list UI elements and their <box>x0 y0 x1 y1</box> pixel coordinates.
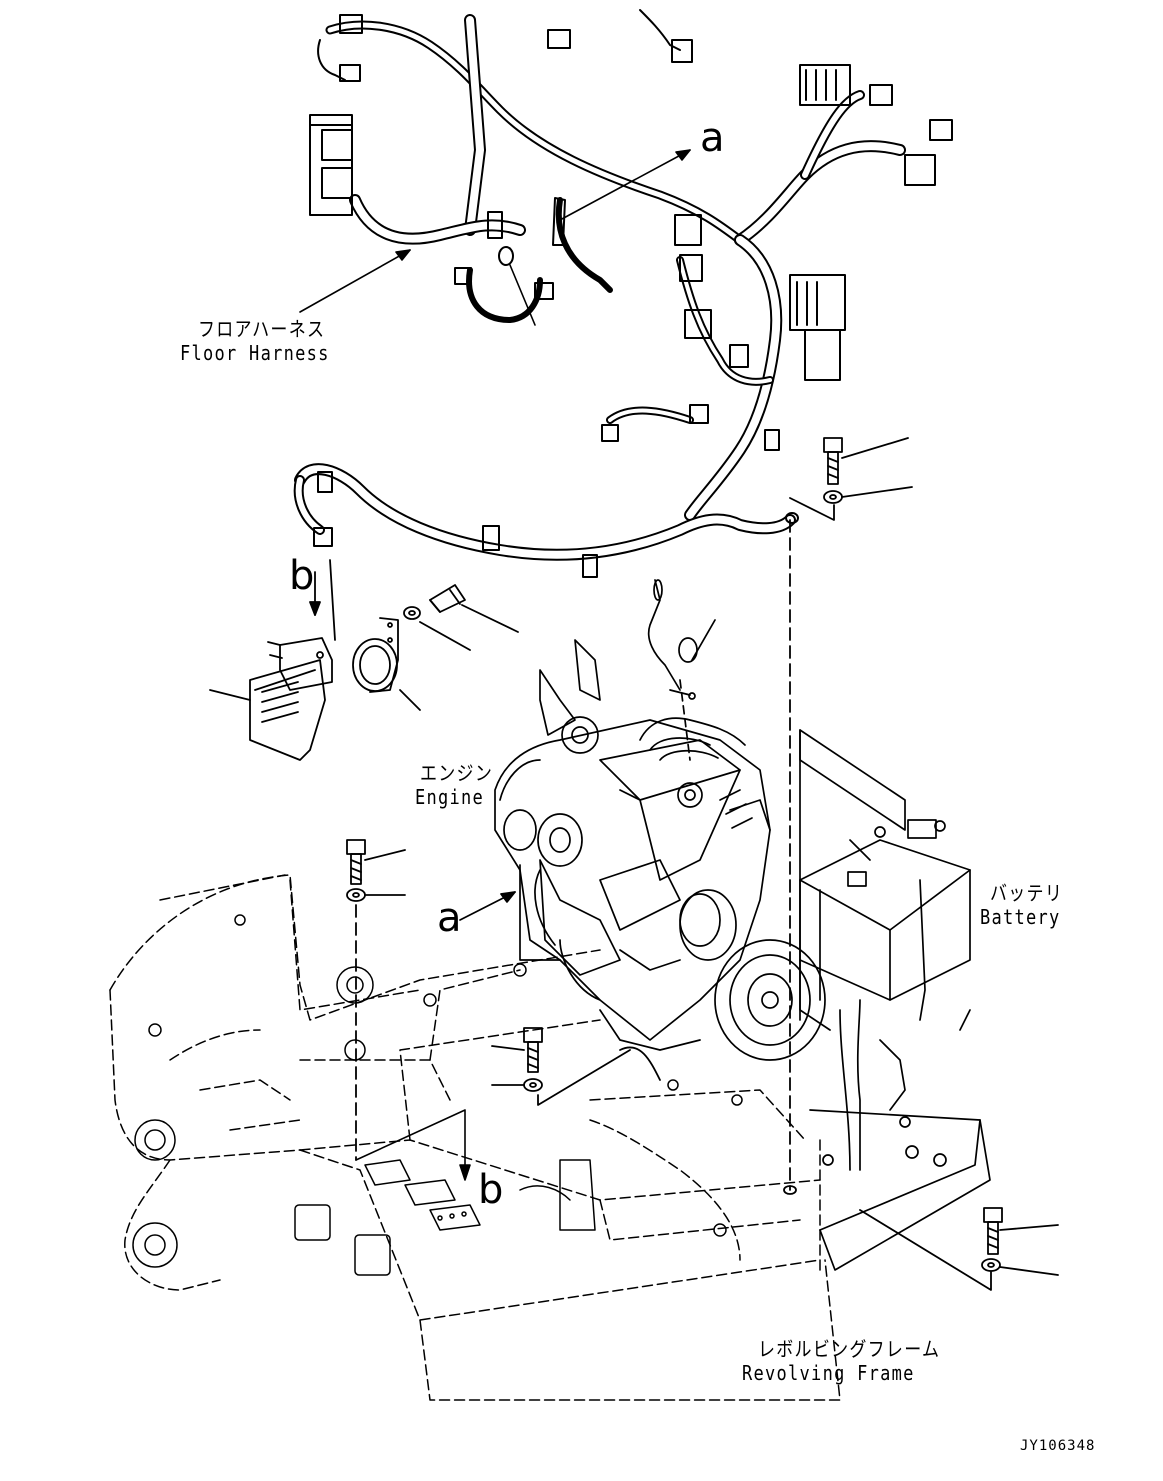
floor-harness-label-en: Floor Harness <box>180 341 330 365</box>
floor-harness-label-jp: フロアハーネス <box>198 317 326 341</box>
horn-cover-assembly <box>209 559 519 761</box>
battery-label-en: Battery <box>980 905 1061 929</box>
engine-label-jp: エンジン <box>420 761 494 785</box>
bolt-washer-center <box>491 1027 661 1106</box>
reference-letter-b-cover: b <box>289 553 315 599</box>
frame-callout-b <box>355 1109 471 1181</box>
bolt-washer-left <box>346 839 406 1161</box>
reference-letter-a-top: a <box>700 115 725 161</box>
engine-label-en: Engine <box>415 785 485 809</box>
floor-harness-leaders <box>299 149 691 326</box>
engine <box>459 579 826 1061</box>
battery <box>799 729 991 1271</box>
revolving-frame <box>109 874 841 1401</box>
drawing-code: JY106348 <box>1020 1438 1096 1454</box>
revolving-frame-label-jp: レボルビングフレーム <box>758 1337 941 1361</box>
revolving-frame-label-en: Revolving Frame <box>742 1361 915 1385</box>
reference-letter-b-frame: b <box>478 1167 504 1213</box>
bolt-washer-lower-right <box>859 1207 1059 1291</box>
floor-harness <box>293 9 953 578</box>
bolt-washer-upper-right <box>783 437 913 1195</box>
reference-letter-a-engine: a <box>437 895 462 941</box>
battery-label-jp: バッテリ <box>990 881 1064 905</box>
revolving-frame-holes <box>132 914 743 1276</box>
